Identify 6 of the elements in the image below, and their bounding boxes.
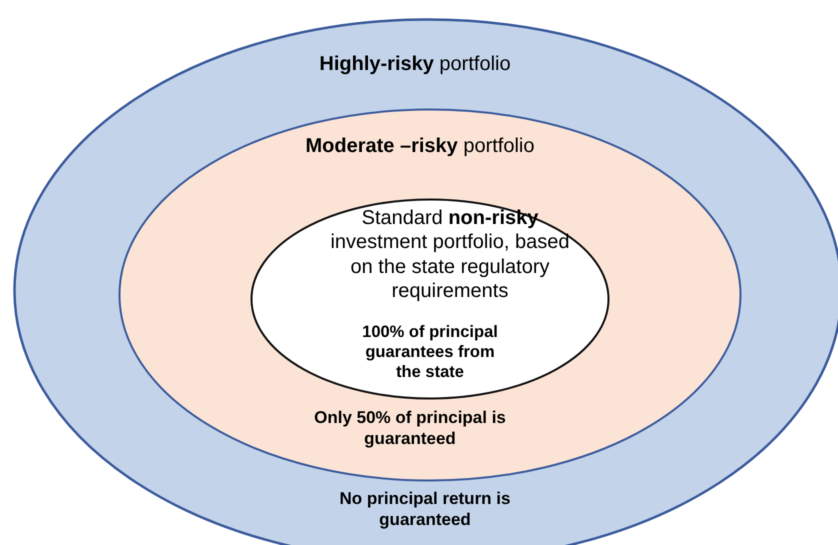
portfolio-title: Standard non-risky investment portfolio, based on the state regulatory requirements xyxy=(329,206,571,304)
guarantee-note: 100% of principal guarantees from the state xyxy=(361,322,499,382)
guarantee-note: No principal return is guaranteed xyxy=(338,489,512,530)
portfolio-title: Moderate –risky portfolio xyxy=(304,134,536,158)
guarantee-note: Only 50% of principal is guaranteed xyxy=(313,408,507,450)
portfolio-title: Highly-risky portfolio xyxy=(318,52,512,76)
